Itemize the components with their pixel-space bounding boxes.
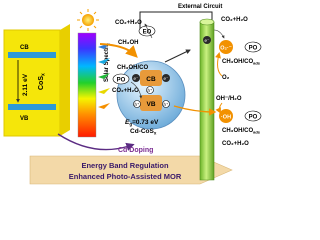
center-hole-right: h⁺ [164,102,170,107]
electrode-electron: e⁻ [205,38,211,43]
center-vb-band [140,95,162,111]
coSx-band-panel: CB VB 2.11 eV CoSx [3,24,70,137]
o2-label: O₂ [222,75,230,81]
top-right-co2-label: CO₂+H₂O [221,17,248,23]
center-electron-right: e⁻ [164,76,170,81]
top-left-co2-label: CO₂+H₂O [115,20,142,26]
center-cb-band [140,70,162,86]
cd-coSx-particle: CB VB e⁻ e⁻ h⁺ h⁺ h⁺ Eg=0.73 eV Cd-CoSx [116,60,186,136]
bottom-right-co2-label: CO₂+H₂O [222,141,249,147]
svg-text:EO: EO [143,30,152,36]
banner-line-2: Enhanced Photo-Assisted MOR [69,172,182,181]
vb-band [8,104,56,110]
mid-co2-label: CO₂+H₂O [112,88,139,94]
oh-radical-badge: ·OH [219,109,233,123]
ch3oh-label: CH₃OH [118,40,138,46]
po-badge-left: PO [112,73,130,85]
banner-line-1: Energy Band Regulation [81,161,169,170]
diagram: CB VB 2.11 eV CoSx Solar Spectra Cd Dopi… [3,4,262,185]
po-badge-right-top: PO [244,41,262,53]
center-material-label: Cd-CoSx [130,128,157,136]
ch3oh-coads-label: CH₃OH/COads [222,59,261,66]
svg-text:O₂·⁻: O₂·⁻ [220,46,232,52]
banner: Energy Band Regulation Enhanced Photo-As… [29,155,233,185]
left-material: CoSx [38,73,47,90]
cd-doping-arrow [57,133,135,151]
center-hole-left: h⁺ [135,102,141,107]
center-cb-label: CB [146,76,156,83]
mid-ch3oh-co-label: CH₃OH/CO [117,65,148,71]
svg-text:·OH: ·OH [221,115,231,121]
center-vb-label: VB [146,101,155,108]
svg-text:PO: PO [249,46,258,52]
light-arrow [99,43,138,58]
center-hole-top: h⁺ [148,88,154,93]
svg-text:PO: PO [117,78,126,84]
electrode: e⁻ [199,18,215,181]
left-cb-label: CB [20,45,29,51]
ch3oh-coads2-label: CH₃OH/COads [222,128,261,135]
yellow-panel [3,29,61,137]
solar-spectrum-bar [77,32,97,138]
left-gap-value: 2.11 eV [22,73,29,96]
solar-spectra-label: Solar Spectra [104,43,110,82]
center-electron-left: e⁻ [134,76,140,81]
left-vb-label: VB [20,116,29,122]
center-eg-label: Eg=0.73 eV [125,119,159,127]
external-circuit-label: External Circuit [178,4,222,10]
cd-doping-label: Cd Doping [118,147,153,154]
o2-radical-badge: O₂·⁻ [219,40,233,54]
oh-h2o-label: OH⁻/H₂O [216,96,242,102]
svg-text:PO: PO [249,115,258,121]
po-badge-right-bottom: PO [244,110,262,122]
sun-icon [77,9,99,31]
cb-band [8,52,56,58]
